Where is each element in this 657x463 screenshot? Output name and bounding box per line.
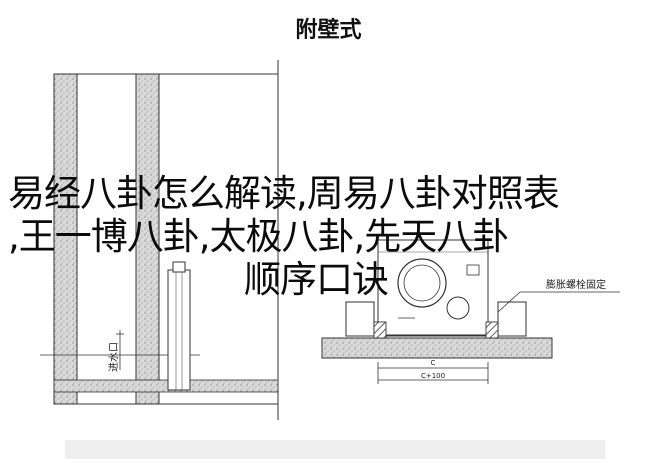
overlay-line-3: 顺序口诀 [244,258,389,301]
floor-slab [321,321,553,359]
wall-elevation [40,60,279,420]
overlay-headline: 易经八卦怎么解读,周易八卦对照表 ,王一博八卦,太极八卦,先天八卦 顺序口诀 [8,172,648,301]
dimension-lines [377,362,489,384]
dim-c-label: C [431,359,436,367]
diagram-title: 附壁式 [295,18,362,43]
tank-elevation [345,239,527,337]
overlay-line-1: 易经八卦怎么解读,周易八卦对照表 [8,172,560,215]
bottom-band [65,440,605,459]
inlet-label: 进水口 [108,342,120,372]
overlay-line-2: ,王一博八卦,太极八卦,先天八卦 [8,215,509,258]
dim-c100-label: C+100 [421,372,445,380]
wall-mounted-unit [167,261,191,391]
anchor-bolt-leader [497,291,620,313]
anchor-bolt-label: 膨胀螺栓固定 [546,278,606,291]
